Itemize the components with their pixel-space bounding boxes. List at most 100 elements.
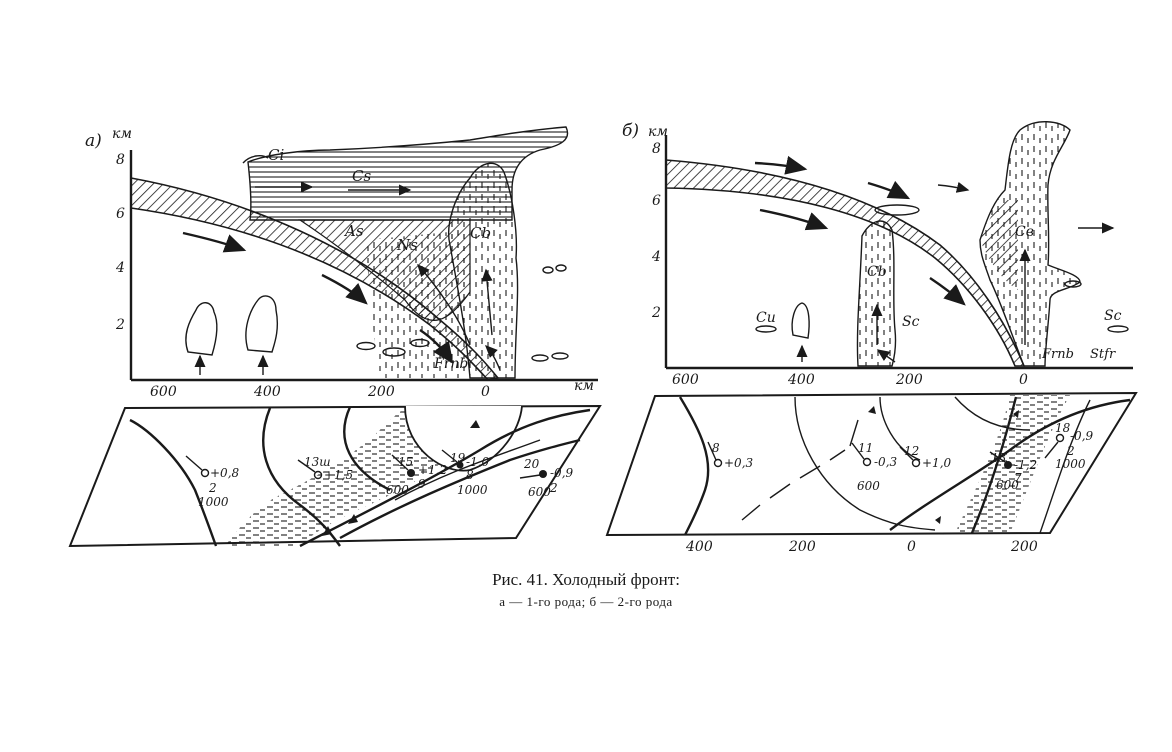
- cu-cloud-b: [792, 303, 809, 338]
- map-b-tick-200: 200: [788, 539, 816, 555]
- cu-cloud-2: [246, 296, 277, 352]
- label-stfr: Stfr: [1090, 347, 1116, 362]
- x-tick-0: 0: [481, 384, 490, 400]
- svg-text:15: 15: [398, 455, 413, 469]
- frontal-surface-b: [666, 160, 1024, 366]
- x-tick-200: 200: [367, 384, 395, 400]
- svg-text:8: 8: [466, 468, 474, 482]
- b-arrow-top-3: [938, 185, 968, 190]
- y-tick-2: 2: [115, 317, 125, 333]
- panel-a-x-unit: км: [574, 378, 594, 394]
- svg-text:12: 12: [904, 444, 919, 458]
- svg-text:13: 13: [991, 451, 1007, 465]
- b-y-tick-4: 4: [651, 249, 661, 265]
- ci-blob-2: [556, 265, 566, 271]
- svg-text:600: 600: [528, 485, 551, 499]
- ci-blob-1: [543, 267, 553, 273]
- cu-cloud-1: [186, 303, 217, 355]
- frnb-blob-4: [532, 355, 548, 361]
- label-ns: Ns: [396, 236, 418, 254]
- svg-text:600: 600: [386, 483, 409, 497]
- label-sc-b2: Sc: [1104, 308, 1122, 324]
- svg-text:+0,8: +0,8: [210, 466, 240, 480]
- b-arrow-top-1: [755, 163, 805, 169]
- label-sc-b1: Sc: [902, 314, 920, 330]
- y-tick-8: 8: [116, 152, 125, 168]
- svg-text:-0,9: -0,9: [1070, 429, 1094, 443]
- svg-text:+1,0: +1,0: [922, 456, 952, 470]
- svg-text:-0,3: -0,3: [874, 455, 898, 469]
- cs-cloud: [248, 127, 568, 220]
- figure-caption-subtitle: а — 1-го рода; б — 2-го рода: [0, 594, 1172, 610]
- station-a-5: 20 -0,9 600 2: [520, 457, 574, 499]
- b-x-tick-600: 600: [672, 372, 699, 388]
- panel-a-section: а) км 8 6 4 2 600 400 200 0 км: [85, 126, 598, 400]
- svg-text:19: 19: [450, 451, 466, 465]
- sc-blob-b: [1108, 326, 1128, 332]
- panel-a-map: +0,8 2 1000 13ш +1,5 15 +1,2 600 9 19 -1…: [70, 406, 600, 546]
- panel-b-section: б) км 8 6 4 2 600 400 200 0: [622, 121, 1133, 388]
- label-cu: Cu: [756, 310, 776, 326]
- b-y-tick-2: 2: [651, 305, 661, 321]
- b-arrow-cold-2: [930, 278, 964, 304]
- panel-a-y-unit: км: [112, 126, 132, 142]
- svg-text:600: 600: [857, 479, 880, 493]
- map-b-tick-200b: 200: [1010, 539, 1038, 555]
- svg-text:2: 2: [208, 481, 217, 495]
- map-b-precip-zone: [955, 395, 1070, 533]
- label-cb: Cb: [470, 224, 491, 242]
- svg-text:1000: 1000: [457, 483, 488, 497]
- frnb-blob-5: [552, 353, 568, 359]
- panel-b-label: б): [622, 121, 639, 141]
- b-arrow-cold-1: [760, 210, 826, 228]
- y-tick-4: 4: [115, 260, 125, 276]
- x-tick-400: 400: [253, 384, 281, 400]
- map-a-isobar-1: [130, 420, 216, 546]
- label-as: As: [343, 222, 364, 240]
- svg-text:11: 11: [858, 441, 873, 455]
- map-b-isobar-1: [680, 397, 708, 535]
- label-ci: Ci: [268, 146, 284, 164]
- map-b-tick-400: 400: [685, 539, 713, 555]
- figure-caption-title: Рис. 41. Холодный фронт:: [0, 570, 1172, 590]
- svg-text:+1,5: +1,5: [324, 468, 353, 482]
- svg-text:8: 8: [712, 441, 720, 455]
- svg-text:+0,3: +0,3: [724, 456, 754, 470]
- map-b-old-front: [742, 420, 858, 520]
- svg-text:+1,2: +1,2: [418, 463, 447, 477]
- panel-a-label: а): [85, 131, 102, 151]
- x-tick-600: 600: [150, 384, 177, 400]
- station-b-2: 11 -0,3 600: [852, 441, 898, 493]
- svg-text:9: 9: [418, 477, 426, 491]
- svg-text:-0,9: -0,9: [550, 466, 574, 480]
- b-x-tick-400: 400: [787, 372, 815, 388]
- label-cb-b2: Cв: [1015, 224, 1034, 240]
- svg-text:-1,2: -1,2: [1014, 458, 1037, 472]
- svg-text:-1,0: -1,0: [466, 455, 490, 469]
- cu-blob-b: [756, 326, 776, 332]
- svg-text:1000: 1000: [198, 495, 229, 509]
- map-b-tick-0: 0: [907, 539, 916, 555]
- station-b-3: 12 +1,0: [900, 444, 952, 470]
- station-a-1: +0,8 2 1000: [186, 456, 240, 509]
- svg-text:1000: 1000: [1055, 457, 1086, 471]
- arrow-cold-1: [183, 233, 244, 250]
- b-arrow-top-2: [868, 183, 908, 198]
- map-b-isobar-2: [795, 397, 935, 530]
- svg-text:18: 18: [1055, 421, 1071, 435]
- b-x-tick-200: 200: [895, 372, 923, 388]
- b-x-tick-0: 0: [1019, 372, 1028, 388]
- y-tick-6: 6: [116, 206, 125, 222]
- panel-b-map: 8 +0,3 11 -0,3 600 12 +1,0 13 -1,2 7 600: [607, 393, 1136, 555]
- b-y-tick-6: 6: [652, 193, 661, 209]
- label-cs: Cs: [352, 167, 371, 185]
- label-cb-b1: Cb: [867, 264, 887, 280]
- svg-text:2: 2: [1066, 444, 1075, 458]
- svg-text:600: 600: [996, 478, 1019, 492]
- label-frnb: Frnb: [433, 356, 468, 372]
- svg-text:13ш: 13ш: [304, 455, 331, 469]
- svg-text:2: 2: [549, 481, 558, 495]
- station-b-1: 8 +0,3: [708, 441, 754, 470]
- svg-text:20: 20: [523, 457, 540, 471]
